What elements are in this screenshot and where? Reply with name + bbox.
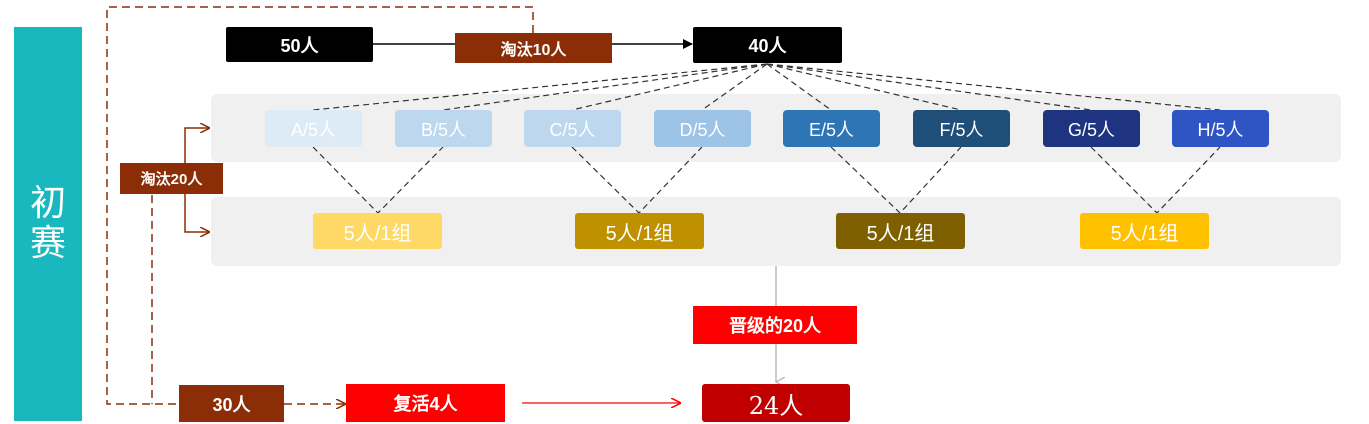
team-b-box: B/5人 — [395, 110, 492, 147]
stage-sidebar: 初赛 — [14, 27, 82, 421]
fanout-lines — [312, 63, 1221, 111]
group-4-box: 5人/1组 — [1080, 213, 1209, 249]
group-2-box: 5人/1组 — [575, 213, 704, 249]
team-g-box: G/5人 — [1043, 110, 1140, 147]
start-50-box: 50人 — [226, 27, 373, 62]
team-e-box: E/5人 — [783, 110, 880, 147]
eliminate-to-teams-arrow — [184, 128, 209, 163]
team-c-box: C/5人 — [524, 110, 621, 147]
eliminate-10-box: 淘汰10人 — [455, 33, 612, 63]
merge-lines — [312, 146, 1221, 214]
revive-4-box: 复活4人 — [346, 384, 505, 422]
team-f-box: F/5人 — [913, 110, 1010, 147]
eliminate-20-box: 淘汰20人 — [120, 163, 223, 194]
team-a-box: A/5人 — [265, 110, 362, 147]
eliminate-loop-line — [106, 6, 534, 405]
remaining-40-box: 40人 — [693, 27, 842, 63]
pool-30-box: 30人 — [179, 385, 284, 422]
team-h-box: H/5人 — [1172, 110, 1269, 147]
final-24-box: 24人 — [702, 384, 850, 422]
group-1-box: 5人/1组 — [313, 213, 442, 249]
stage-label: 初赛 — [29, 183, 66, 264]
advanced-20-box: 晋级的20人 — [693, 306, 857, 344]
team-d-box: D/5人 — [654, 110, 751, 147]
eliminate-to-groups-arrow — [184, 194, 209, 232]
group-3-box: 5人/1组 — [836, 213, 965, 249]
